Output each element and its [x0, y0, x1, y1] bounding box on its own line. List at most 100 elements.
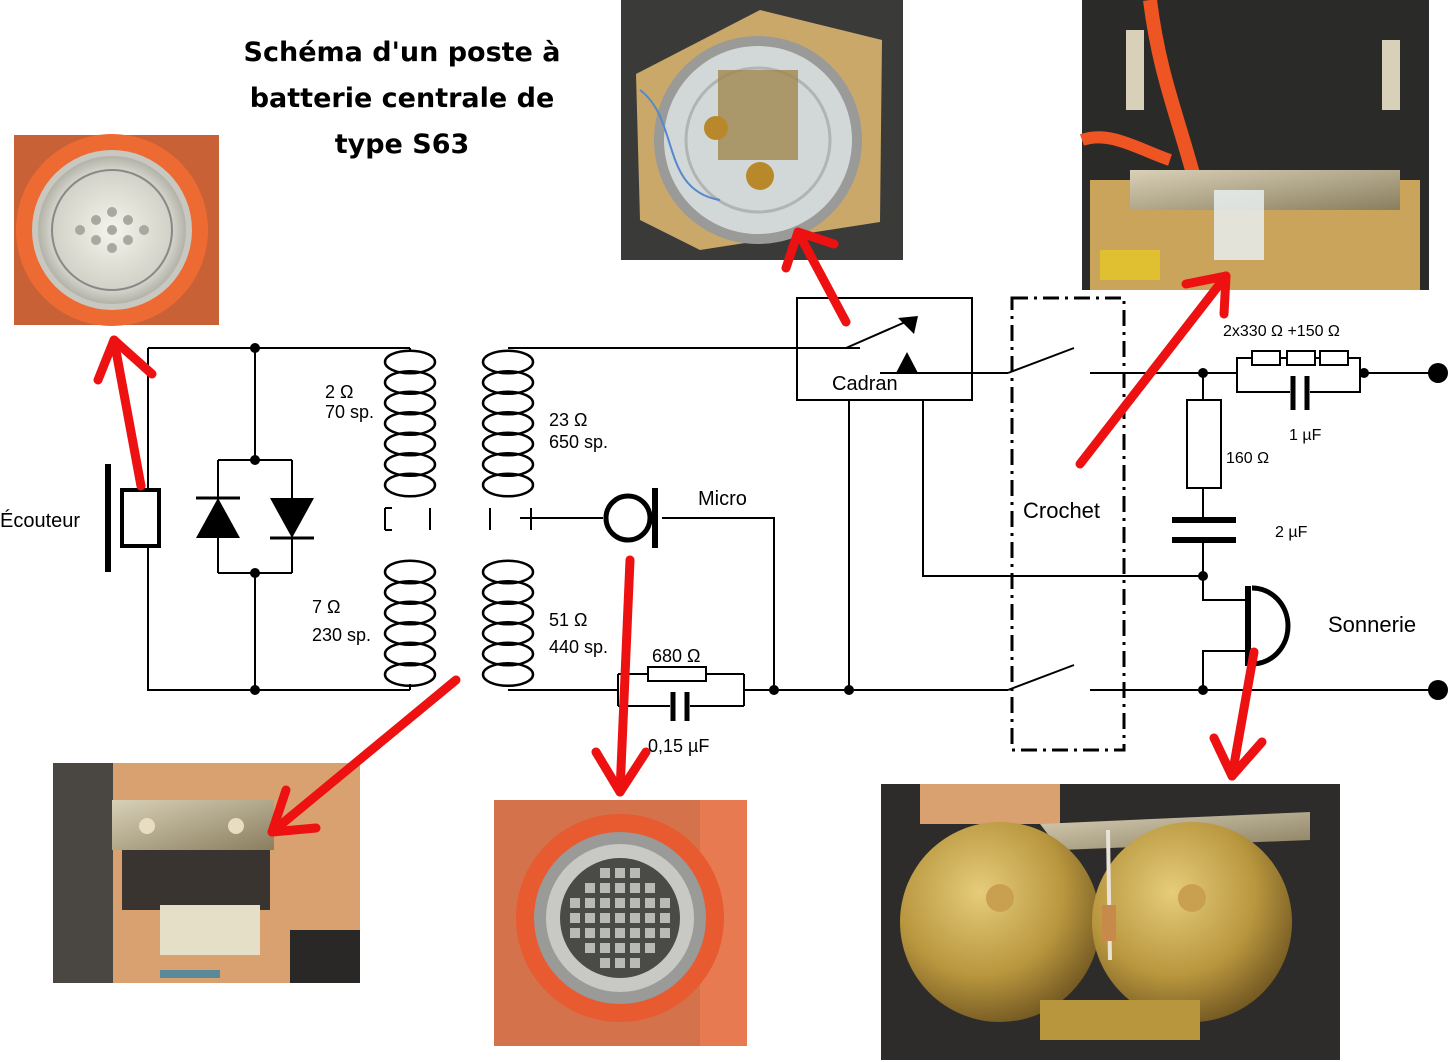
coil-turn: [383, 662, 437, 687]
grille-hole: [615, 898, 625, 908]
grille-hole: [615, 883, 625, 893]
grille-hole: [630, 868, 640, 878]
coil-turn: [383, 452, 437, 477]
grille-hole: [600, 883, 610, 893]
grille-hole: [645, 898, 655, 908]
coil-turn: [481, 559, 535, 585]
arrows: [93, 227, 1267, 837]
micro-label: Micro: [698, 488, 747, 510]
grille-hole: [600, 943, 610, 953]
coil-turn: [383, 600, 437, 626]
capacitor-1uf: [1290, 376, 1310, 410]
diode-pair: [196, 496, 314, 540]
grille-hole: [600, 868, 610, 878]
grille-hole: [585, 943, 595, 953]
arrow-to-earpiece: [109, 335, 146, 491]
grille-hole: [600, 913, 610, 923]
secondary-top-resistance: 23 Ω: [549, 410, 587, 430]
microphone-symbol: [603, 488, 658, 548]
bell-symbol: [1245, 585, 1291, 667]
coil-turn: [383, 641, 437, 667]
coil-turn: [383, 431, 437, 457]
coil-turn: [481, 431, 535, 457]
grille-hole: [615, 913, 625, 923]
grille-hole: [615, 958, 625, 968]
junction-dots: [250, 343, 1448, 700]
grille-hole: [585, 883, 595, 893]
grille-hole: [570, 913, 580, 923]
coil-turn: [383, 349, 437, 375]
grille-hole: [615, 943, 625, 953]
grille-hole: [630, 928, 640, 938]
earpiece-label: Écouteur: [0, 509, 80, 532]
transformer-coils: [383, 347, 535, 691]
earpiece-symbol: [105, 464, 161, 572]
coil-turn: [383, 559, 437, 585]
grille-hole: [615, 928, 625, 938]
page-title: Schéma d'un poste à batterie centrale de…: [216, 30, 588, 168]
grille-hole: [585, 898, 595, 908]
grille-hole: [585, 928, 595, 938]
grille-hole: [645, 883, 655, 893]
coil-turn: [481, 600, 535, 626]
grille-hole: [645, 913, 655, 923]
title-line-2: batterie centrale de: [249, 83, 555, 114]
coil-turn: [481, 621, 535, 646]
resistor-680-label: 680 Ω: [652, 646, 701, 666]
coil-turn: [481, 349, 535, 375]
capacitor-1uf-label: 1 µF: [1289, 427, 1322, 444]
ringer-label: Sonnerie: [1328, 612, 1416, 637]
secondary-top-turns: 650 sp.: [549, 432, 608, 452]
arrow-to-ringer: [1227, 647, 1259, 781]
earpiece-photo: [14, 134, 219, 326]
resistor-160: [1186, 399, 1222, 489]
grille-hole: [630, 943, 640, 953]
grille-hole: [570, 928, 580, 938]
grille-hole: [630, 898, 640, 908]
arrow-to-dial: [793, 227, 851, 327]
dial-box: [796, 297, 973, 401]
grille-hole: [615, 868, 625, 878]
primary-bottom-resistance: 7 Ω: [312, 597, 340, 617]
coil-turn: [383, 370, 437, 395]
grille-hole: [630, 883, 640, 893]
capacitor-015: [670, 692, 690, 721]
coil-turn: [481, 452, 535, 477]
primary-bottom-turns: 230 sp.: [312, 625, 371, 645]
grille-hole: [645, 928, 655, 938]
coil-turn: [481, 411, 535, 436]
coil-turn: [481, 580, 535, 605]
coil-turn: [481, 370, 535, 395]
coil-turn: [383, 411, 437, 436]
grille-hole: [600, 898, 610, 908]
grille-hole: [660, 928, 670, 938]
coil-turn: [481, 472, 535, 498]
grille-hole: [570, 898, 580, 908]
capacitor-2uf: [1172, 517, 1236, 543]
dial-photo: [621, 0, 903, 260]
coil-turn: [383, 580, 437, 605]
capacitor-2uf-label: 2 µF: [1275, 524, 1308, 541]
grille-hole: [630, 913, 640, 923]
microphone-photo: [494, 800, 747, 1046]
resistors-series-label: 2x330 Ω +150 Ω: [1223, 323, 1340, 340]
ringer-photo: [881, 784, 1340, 1060]
title-line-1: Schéma d'un poste à: [243, 37, 561, 68]
primary-top-turns: 70 sp.: [325, 402, 374, 422]
capacitor-015-label: 0,15 µF: [648, 736, 709, 756]
coil-turn: [383, 621, 437, 646]
hook-switch-photo: [1079, 0, 1429, 290]
coil-turn: [481, 390, 535, 416]
resistor-160-label: 160 Ω: [1226, 450, 1269, 467]
coil-turn: [383, 390, 437, 416]
hook-switch: [1007, 296, 1126, 752]
grille-hole: [585, 913, 595, 923]
arrow-to-transformer: [267, 675, 461, 837]
grille-hole: [600, 928, 610, 938]
grille-hole: [660, 913, 670, 923]
resistors-series: [1251, 350, 1349, 366]
wires: [147, 347, 1440, 707]
secondary-bottom-resistance: 51 Ω: [549, 610, 587, 630]
arrow-to-hook-switch: [1075, 271, 1231, 469]
